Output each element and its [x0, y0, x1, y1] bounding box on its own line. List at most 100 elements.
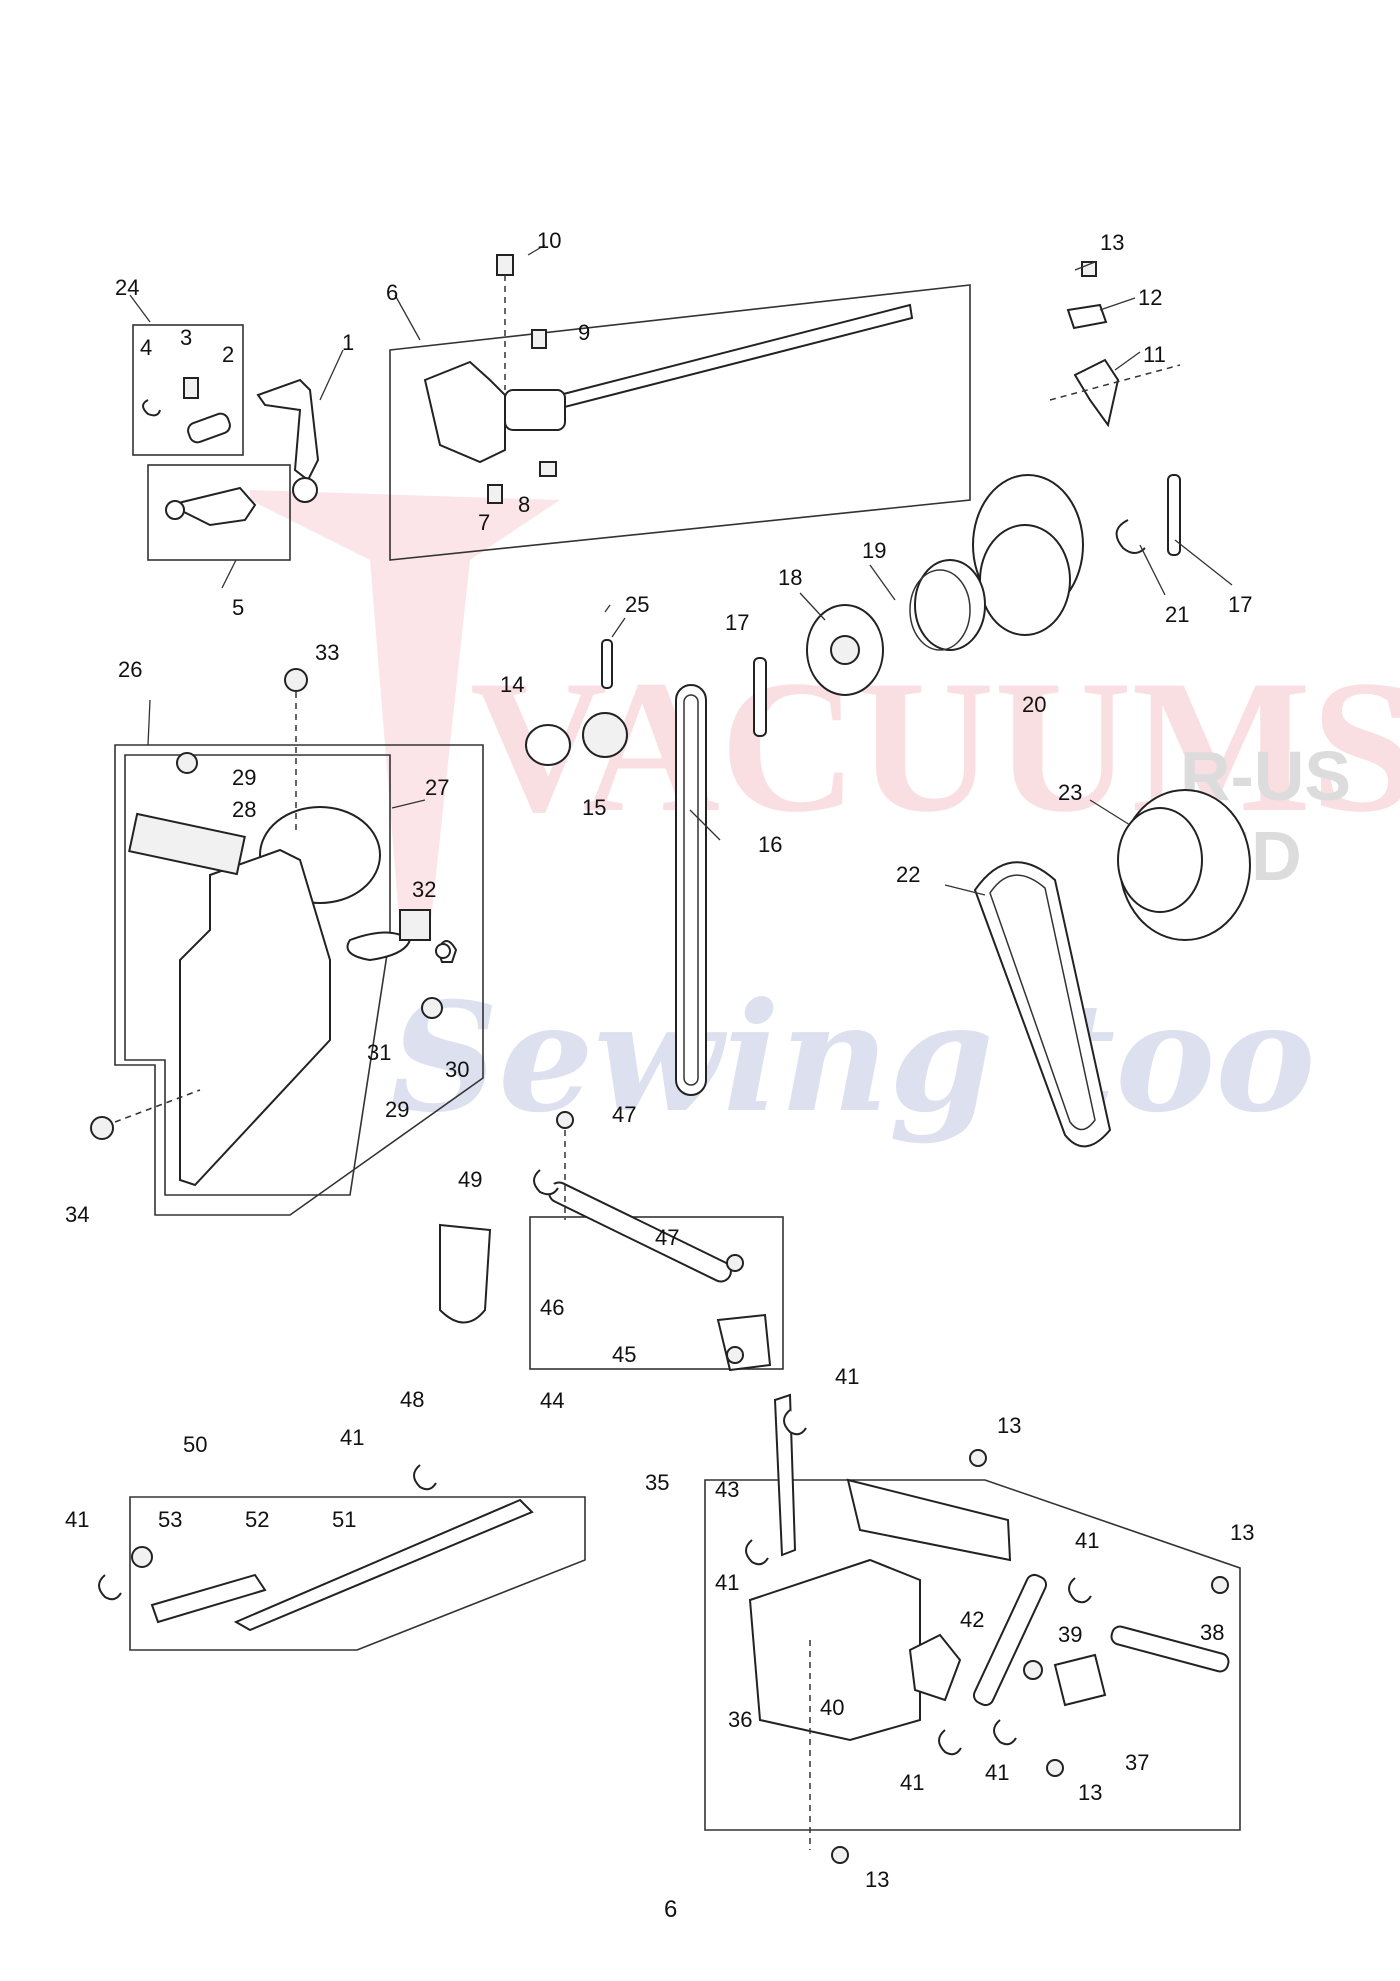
- callout-25: 25: [625, 592, 649, 617]
- leader-lines: [129, 244, 1233, 896]
- callout-41-35d: 41: [900, 1770, 924, 1795]
- callout-50: 50: [183, 1432, 207, 1457]
- part-45-pin: [726, 1346, 744, 1364]
- callout-15: 15: [582, 795, 606, 820]
- callout-18: 18: [778, 565, 802, 590]
- callout-29-top: 29: [232, 765, 256, 790]
- group-27-box: [124, 754, 391, 1196]
- group-24-box: [132, 324, 244, 456]
- callout-12: 12: [1138, 285, 1162, 310]
- part-37-block: [1053, 1653, 1107, 1707]
- part-47-screw-right: [726, 1254, 744, 1272]
- part-33-screw: [284, 668, 308, 692]
- part-14-bushing: [525, 724, 571, 766]
- part-23-drum-rim: [1117, 807, 1203, 913]
- callout-1: 1: [342, 330, 354, 355]
- callout-38: 38: [1200, 1620, 1224, 1645]
- callout-13-35-bottom: 13: [1078, 1780, 1102, 1805]
- part-6-crank-head: [423, 360, 506, 464]
- part-29-screw-bottom: [421, 997, 443, 1019]
- callout-20: 20: [1022, 692, 1046, 717]
- callout-22: 22: [896, 862, 920, 887]
- part-28-bracket: [128, 812, 246, 876]
- part-15-gear: [582, 712, 628, 758]
- callout-29-bottom: 29: [385, 1097, 409, 1122]
- callout-19: 19: [862, 538, 886, 563]
- part-41-clip-35b: [745, 1539, 769, 1566]
- callout-51: 51: [332, 1507, 356, 1532]
- callout-24: 24: [115, 275, 139, 300]
- part-32-clip: [435, 943, 451, 959]
- callout-31: 31: [367, 1040, 391, 1065]
- part-7-screw: [487, 484, 503, 504]
- callout-52: 52: [245, 1507, 269, 1532]
- page-number: 6: [664, 1896, 677, 1923]
- part-20-pulley-face: [979, 524, 1071, 636]
- part-4-clip: [142, 399, 161, 417]
- callout-53: 53: [158, 1507, 182, 1532]
- part-48-bracket: [439, 1223, 492, 1324]
- part-1-eye: [292, 477, 318, 503]
- part-16-belt: [675, 684, 707, 1096]
- callout-43: 43: [715, 1477, 739, 1502]
- callout-26: 26: [118, 657, 142, 682]
- part-34-screw: [90, 1116, 114, 1140]
- callout-41-35c: 41: [1075, 1528, 1099, 1553]
- callout-42: 42: [960, 1607, 984, 1632]
- part-40-bracket: [908, 1633, 962, 1702]
- callout-13-bottom: 13: [865, 1867, 889, 1892]
- callout-34: 34: [65, 1202, 89, 1227]
- part-18-center: [830, 635, 860, 665]
- callout-17-mid: 17: [725, 610, 749, 635]
- part-9-screw: [531, 329, 547, 349]
- part-19-coil: [909, 569, 971, 651]
- callout-47-right: 47: [655, 1225, 679, 1250]
- group-44-box: [529, 1216, 784, 1370]
- part-5-crank: [167, 486, 257, 527]
- callout-35: 35: [645, 1470, 669, 1495]
- part-41-clip-35d: [938, 1729, 962, 1756]
- part-51-link: [233, 1498, 534, 1632]
- callout-27: 27: [425, 775, 449, 800]
- group-5-box: [147, 464, 291, 561]
- part-16-belt-inner: [683, 694, 699, 1086]
- part-29-screw-top: [176, 752, 198, 774]
- part-31-spring: [346, 931, 412, 962]
- group-26-box: [114, 744, 484, 1216]
- callout-13-35-right: 13: [1230, 1520, 1254, 1545]
- part-17-pin-right: [1167, 474, 1181, 556]
- part-52-plate: [150, 1573, 267, 1624]
- part-5-screw: [165, 500, 185, 520]
- callout-37: 37: [1125, 1750, 1149, 1775]
- callout-39: 39: [1058, 1622, 1082, 1647]
- watermark-brand: VACUUMS: [470, 642, 1400, 852]
- callout-10: 10: [537, 228, 561, 253]
- part-53-screw: [131, 1546, 153, 1568]
- part-36-plate: [748, 1558, 921, 1742]
- part-8-screw: [539, 461, 557, 477]
- callout-8: 8: [518, 492, 530, 517]
- callout-5: 5: [232, 595, 244, 620]
- part-42-link: [972, 1573, 1048, 1707]
- callout-7: 7: [478, 510, 490, 535]
- callout-33: 33: [315, 640, 339, 665]
- callout-49: 49: [458, 1167, 482, 1192]
- part-39-spring: [1023, 1660, 1043, 1680]
- watermark-v-shape: [250, 490, 560, 930]
- part-13-screw-35-right: [1211, 1576, 1229, 1594]
- callout-9: 9: [578, 320, 590, 345]
- callout-14: 14: [500, 672, 524, 697]
- part-30-sensor: [399, 909, 431, 941]
- part-49-clip: [533, 1169, 559, 1196]
- callout-13-top: 13: [1100, 230, 1124, 255]
- part-22-belt: [973, 861, 1112, 1148]
- watermark-script: Sewing too: [390, 970, 1315, 1146]
- group-35-box: [704, 1479, 1241, 1831]
- callout-4: 4: [140, 335, 152, 360]
- part-38-shaft: [1110, 1625, 1230, 1673]
- part-43-spring: [773, 1393, 797, 1557]
- callout-28: 28: [232, 797, 256, 822]
- callout-46: 46: [540, 1295, 564, 1320]
- callout-36: 36: [728, 1707, 752, 1732]
